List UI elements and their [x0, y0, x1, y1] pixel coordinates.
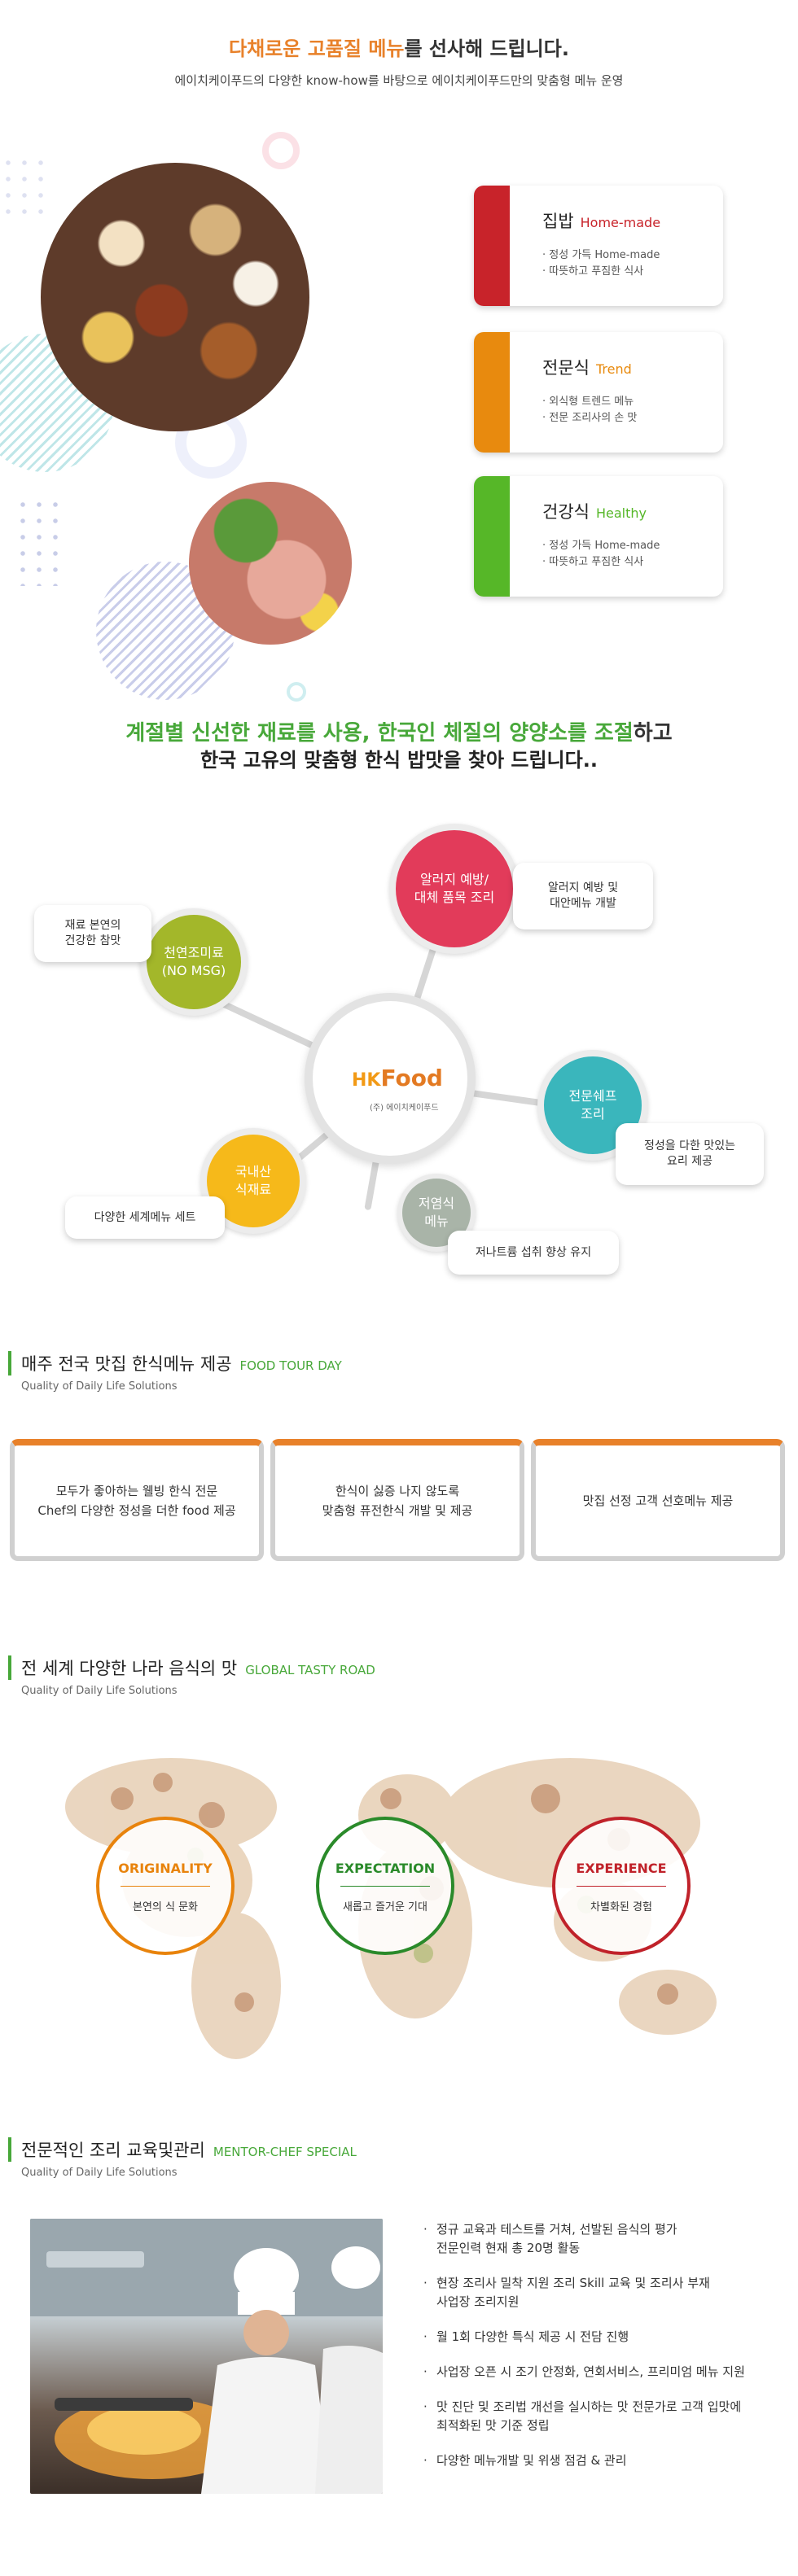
company-logo-hub: HKFood (주) 에이치케이푸드	[305, 993, 476, 1164]
season-subline: 한국 고유의 맞춤형 한식 밥맛을 찾아 드립니다..	[200, 749, 598, 772]
ring-description: 차별화된 경험	[590, 1901, 652, 1913]
section-title-en: GLOBAL TASTY ROAD	[245, 1663, 375, 1677]
season-headline-rest: 하고	[633, 721, 673, 746]
intro-title-highlight: 다채로운 고품질 메뉴	[229, 37, 405, 60]
node-natural-seasoning: 천연조미료 (NO MSG)	[140, 908, 248, 1016]
section-title: 전 세계 다양한 나라 음식의 맛	[21, 1659, 238, 1678]
bubble-low-sodium: 저나트륨 섭취 향상 유지	[448, 1231, 619, 1275]
section-subtitle: Quality of Daily Life Solutions	[21, 2167, 178, 2179]
mentor-list: 정규 교육과 테스트를 거쳐, 선발된 음식의 평가 전문인력 현재 총 20명…	[423, 2220, 782, 2486]
section-title-en: MENTOR-CHEF SPECIAL	[213, 2145, 357, 2159]
chef-kitchen-photo	[30, 2219, 383, 2494]
menu-card-en: Trend	[595, 361, 632, 377]
company-name: (주) 에이치케이푸드	[370, 1104, 439, 1113]
menu-card-accent-bar	[474, 186, 510, 306]
tour-box-wellbeing: 모두가 좋아하는 웰빙 한식 전문 Chef의 다양한 정성을 더한 food …	[10, 1439, 264, 1561]
intro-title-rest: 를 선사해 드립니다.	[404, 37, 569, 60]
intro-subtitle: 에이치케이푸드의 다양한 know-how를 바탕으로 에이치케이푸드만의 맞춤…	[174, 73, 624, 88]
menu-card-accent-bar	[474, 332, 510, 453]
ring-divider	[577, 1886, 666, 1887]
meat-vegetable-photo	[189, 482, 352, 645]
company-logo: HKFood	[352, 1065, 443, 1091]
tour-box-best-restaurants: 맛집 선정 고객 선호메뉴 제공	[531, 1439, 785, 1561]
menu-card-lines: · 외식형 트렌드 메뉴 · 전문 조리사의 손 맛	[542, 396, 638, 424]
ring-originality: ORIGINALITY 본연의 식 문화	[96, 1817, 235, 1955]
menu-card-lines: · 정성 가득 Home-made · 따뜻하고 푸짐한 식사	[542, 540, 660, 568]
bubble-chef: 정성을 다한 맛있는 요리 제공	[616, 1123, 764, 1185]
ring-title: ORIGINALITY	[118, 1861, 213, 1876]
pink-ring-decoration	[262, 132, 300, 169]
section-heading-tour: 매주 전국 맛집 한식메뉴 제공 FOOD TOUR DAY	[8, 1351, 342, 1375]
node-allergy: 알러지 예방/ 대체 품목 조리	[389, 824, 520, 954]
menu-card-en: Healthy	[595, 505, 647, 521]
list-item: 맛 진단 및 조리법 개선을 실시하는 맛 전문가로 고객 입맛에 최적화된 맛…	[423, 2398, 782, 2435]
list-item: 정규 교육과 테스트를 거쳐, 선발된 음식의 평가 전문인력 현재 총 20명…	[423, 2220, 782, 2258]
list-item: 현장 조리사 밀착 지원 조리 Skill 교육 및 조리사 부재 사업장 조리…	[423, 2274, 782, 2311]
small-ring-decoration	[287, 682, 306, 702]
menu-card-lines: · 정성 가득 Home-made · 따뜻하고 푸짐한 식사	[542, 249, 660, 278]
tour-box-fusion: 한식이 싫증 나지 않도록 맞춤형 퓨전한식 개발 및 제공	[270, 1439, 524, 1561]
season-headline-green: 계절별 신선한 재료를 사용, 한국인 체질의 양양소를 조절	[125, 721, 634, 746]
season-headline: 계절별 신선한 재료를 사용, 한국인 체질의 양양소를 조절하고	[0, 716, 798, 746]
ring-description: 본연의 식 문화	[132, 1901, 199, 1913]
bubble-domestic: 다양한 세계메뉴 세트	[65, 1196, 225, 1239]
chef-illustration	[30, 2219, 383, 2494]
korean-table-photo	[41, 163, 309, 431]
intro-title: 다채로운 고품질 메뉴를 선사해 드립니다.	[0, 33, 798, 61]
menu-card-en: Home-made	[580, 215, 661, 230]
section-heading-global: 전 세계 다양한 나라 음식의 맛 GLOBAL TASTY ROAD	[8, 1655, 375, 1680]
section-subtitle: Quality of Daily Life Solutions	[21, 1380, 178, 1393]
ring-expectation: EXPECTATION 새롭고 즐거운 기대	[316, 1817, 454, 1955]
ring-divider	[121, 1886, 210, 1887]
section-title-en: FOOD TOUR DAY	[239, 1358, 342, 1373]
bubble-natural: 재료 본연의 건강한 참맛	[34, 905, 151, 962]
ring-title: EXPERIENCE	[576, 1861, 667, 1876]
ring-experience: EXPERIENCE 차별화된 경험	[552, 1817, 691, 1955]
bubble-allergy: 알러지 예방 및 대안메뉴 개발	[513, 863, 653, 929]
dot-grid-decoration	[15, 496, 64, 586]
ring-description: 새롭고 즐거운 기대	[343, 1901, 428, 1913]
list-item: 월 1회 다양한 특식 제공 시 전담 진행	[423, 2328, 782, 2346]
menu-card-accent-bar	[474, 476, 510, 597]
section-subtitle: Quality of Daily Life Solutions	[21, 1685, 178, 1697]
ring-title: EXPECTATION	[335, 1861, 436, 1876]
list-item: 다양한 메뉴개발 및 위생 점검 & 관리	[423, 2451, 782, 2470]
section-title: 전문적인 조리 교육및관리	[21, 2141, 205, 2160]
section-title: 매주 전국 맛집 한식메뉴 제공	[21, 1354, 232, 1374]
dot-pattern-decoration	[0, 155, 49, 220]
section-heading-mentor: 전문적인 조리 교육및관리 MENTOR-CHEF SPECIAL	[8, 2137, 357, 2162]
ring-divider	[340, 1886, 430, 1887]
list-item: 사업장 오픈 시 조기 안정화, 연회서비스, 프리미엄 메뉴 지원	[423, 2363, 782, 2381]
